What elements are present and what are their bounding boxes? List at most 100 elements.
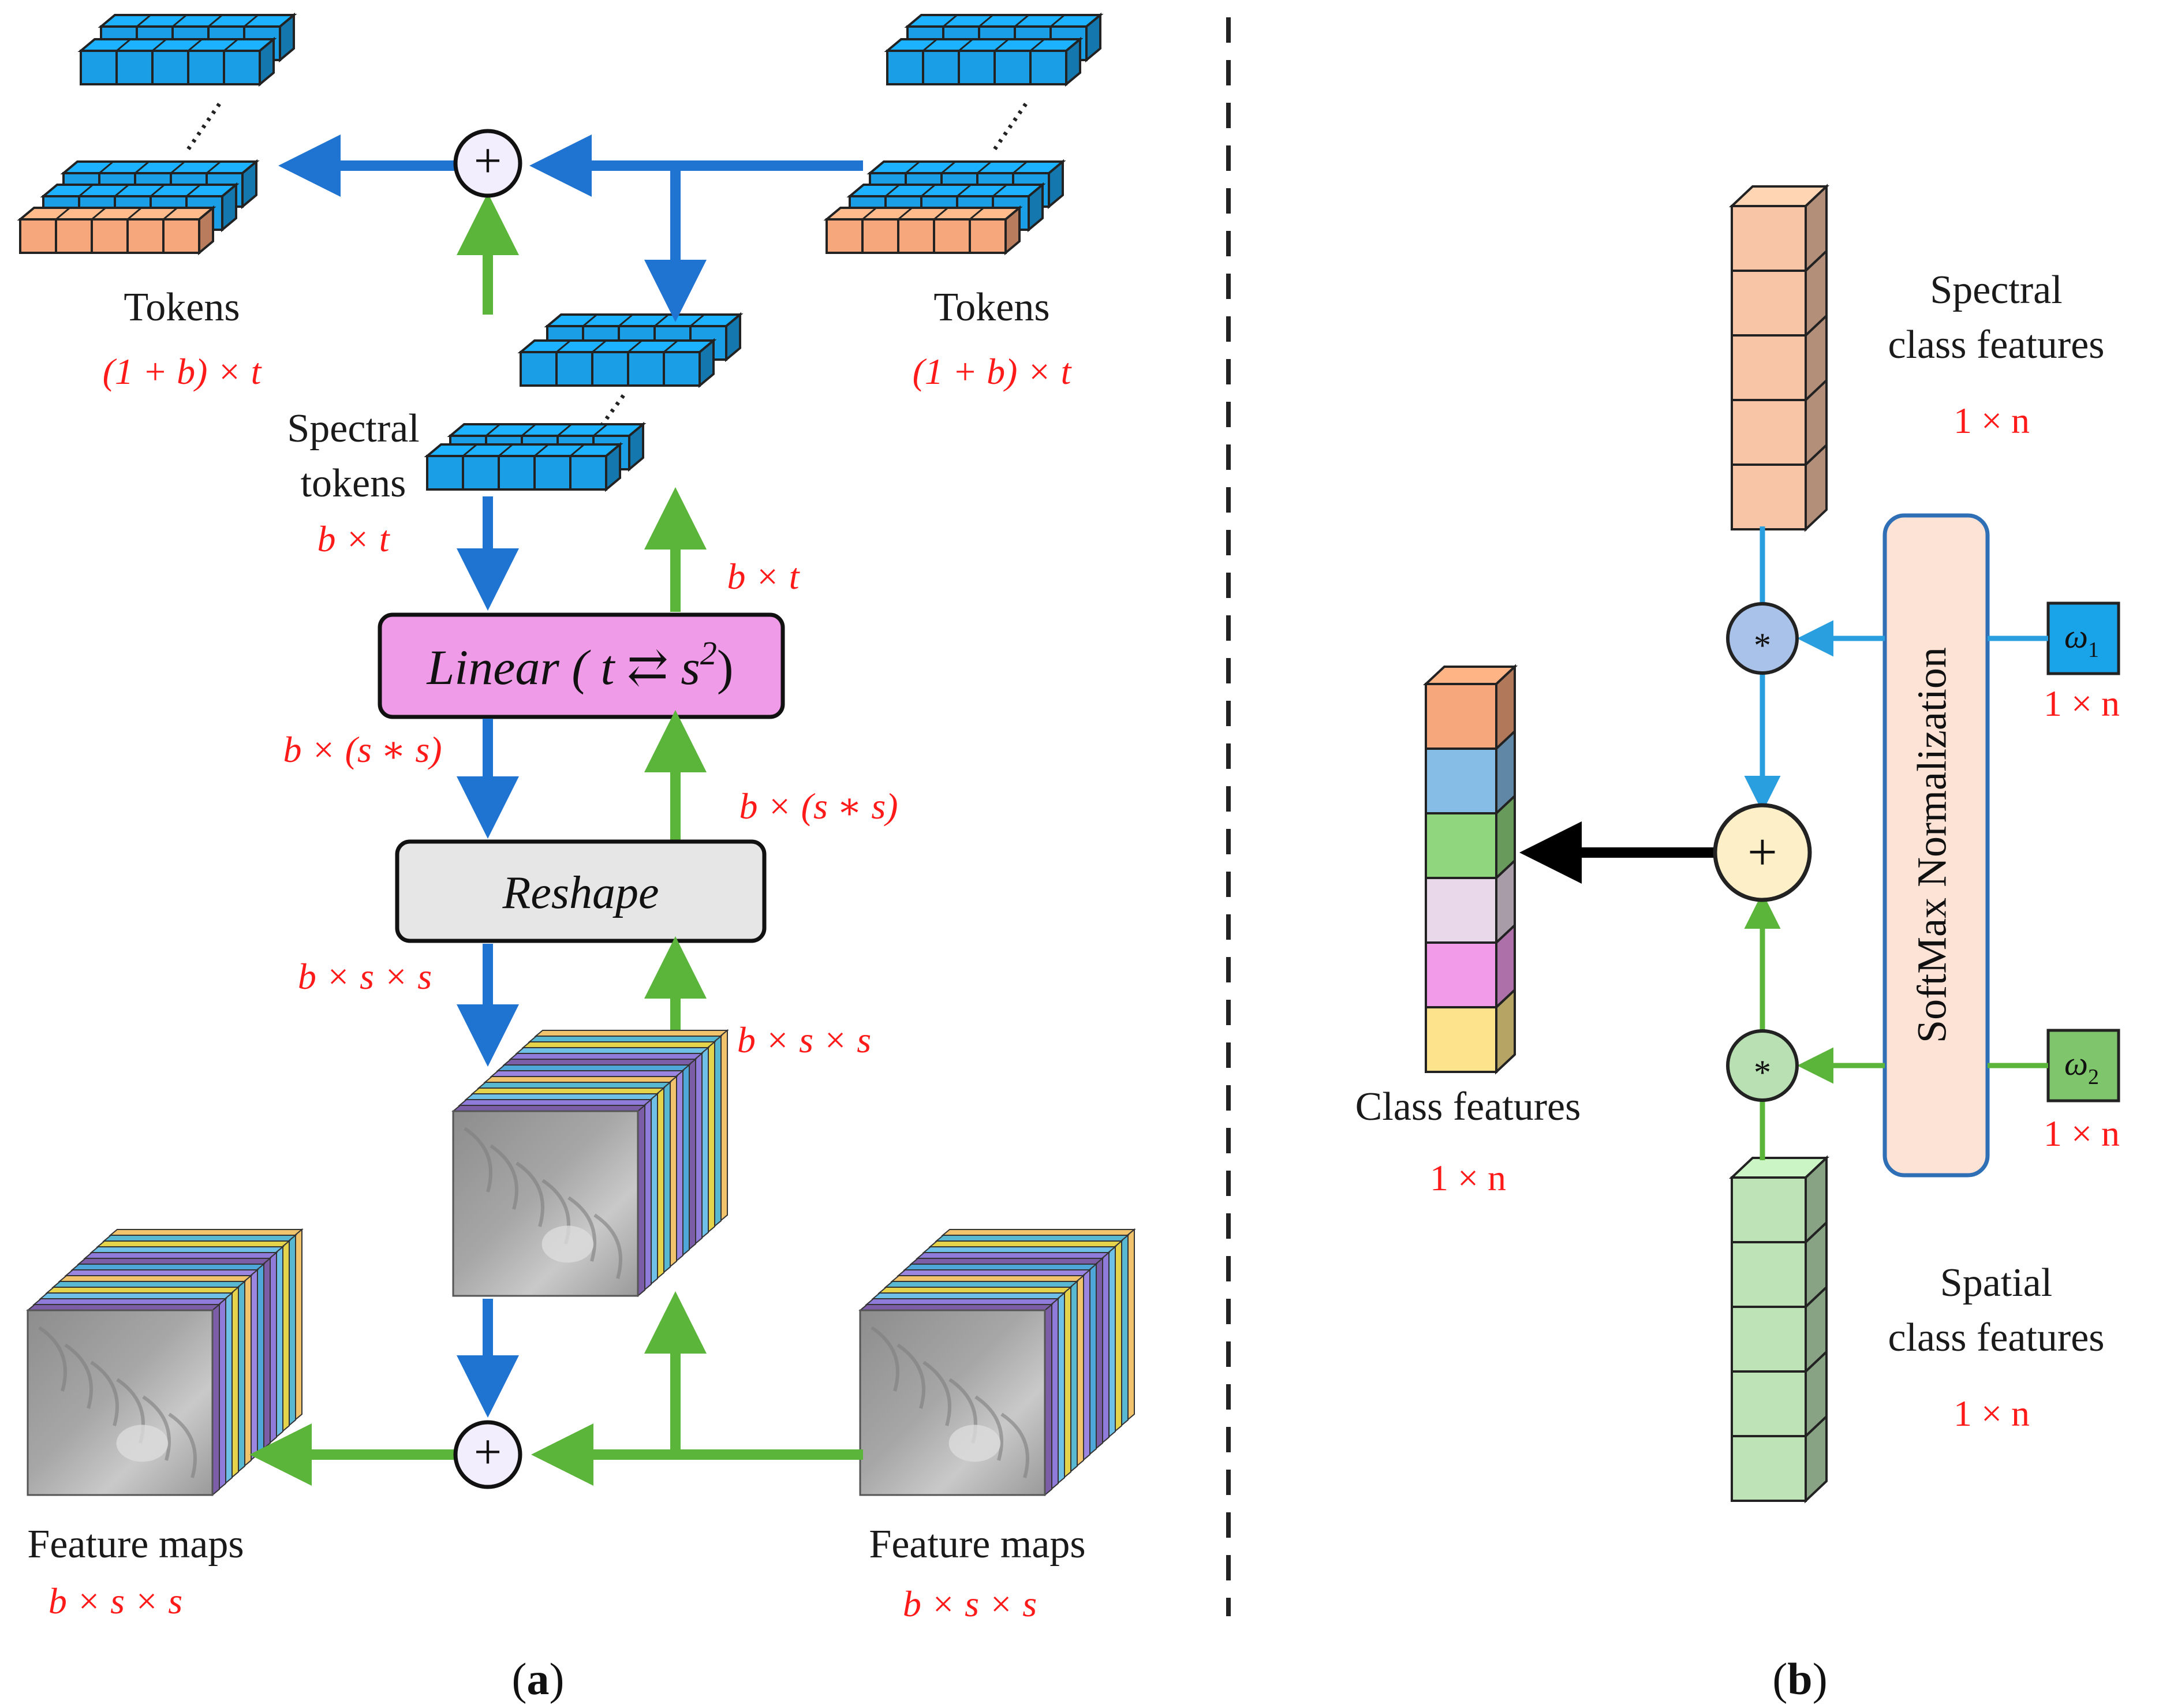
map-texture — [1000, 1412, 1029, 1478]
spectral-class-label-1: Spectral — [1930, 268, 2062, 312]
add-node-class: + — [1713, 803, 1812, 902]
map-texture — [593, 1213, 622, 1279]
column-cell — [1731, 442, 1828, 532]
fmap-right-dim: b × s × s — [903, 1583, 1037, 1624]
tokens-left-stack — [17, 12, 297, 256]
spatial-class-column — [1728, 1155, 1830, 1504]
map-slice — [890, 1275, 1085, 1282]
spectral-tokens-stack — [424, 312, 744, 492]
map-texture — [871, 1326, 899, 1392]
spectral-tokens-label-2: tokens — [301, 461, 406, 506]
map-texture — [464, 1127, 492, 1193]
column-cell — [1425, 987, 1516, 1075]
caption-b: (b) — [1772, 1654, 1827, 1704]
spectral-tokens-dim: b × t — [318, 518, 391, 559]
map-slice — [109, 1229, 304, 1236]
star-icon: * — [1754, 1053, 1771, 1092]
fmap-left-dim: b × s × s — [48, 1580, 182, 1621]
map-slice — [515, 1047, 710, 1054]
map-slice — [58, 1275, 253, 1282]
class-features-label: Class features — [1355, 1085, 1581, 1129]
map-texture — [567, 1196, 596, 1262]
svg-text:ω2: ω2 — [2064, 1045, 2099, 1089]
map-texture — [168, 1412, 197, 1478]
map-texture — [490, 1144, 518, 1210]
map-slice — [521, 1041, 716, 1048]
map-texture — [38, 1326, 67, 1392]
reshape-block: Reshape — [395, 839, 767, 943]
linear-exp: 2 — [700, 634, 717, 672]
linear-out-dim: b × (s ∗ s) — [283, 729, 442, 770]
plus-icon: + — [1747, 823, 1777, 881]
token-row — [517, 338, 717, 388]
plus-icon: + — [474, 1424, 502, 1479]
spectral-class-label-2: class features — [1888, 323, 2104, 367]
spatial-class-dim: 1 × n — [1953, 1393, 2030, 1434]
weight-w2: ω2 — [2046, 1029, 2120, 1102]
map-slice — [871, 1292, 1066, 1299]
tokens-left-label: Tokens — [124, 285, 240, 330]
map-slice — [470, 1087, 666, 1094]
map-front-face — [452, 1110, 639, 1297]
fmap-left-label: Feature maps — [27, 1522, 244, 1567]
map-texture — [897, 1343, 925, 1409]
map-texture — [142, 1395, 171, 1461]
tokens-left-dim: (1 + b) × t — [103, 351, 263, 392]
column-cell — [1731, 378, 1828, 468]
feature-maps-center — [451, 1029, 729, 1298]
map-slice — [464, 1093, 659, 1100]
map-slice — [509, 1053, 704, 1060]
map-slice — [916, 1252, 1111, 1259]
map-slice — [496, 1064, 691, 1071]
spectral-class-cells — [1728, 184, 1830, 532]
add-node-top: + — [453, 129, 522, 198]
map-slice — [458, 1099, 653, 1106]
linear-label: Linear ( t ⇄ s — [425, 640, 700, 695]
map-slice — [877, 1287, 1073, 1294]
map-slice — [45, 1287, 240, 1294]
map-texture — [922, 1361, 951, 1426]
plus-icon: + — [474, 133, 502, 188]
map-texture — [90, 1361, 119, 1426]
map-slice — [528, 1036, 723, 1042]
w1-sub: 1 — [2088, 638, 2099, 662]
map-slice — [941, 1229, 1136, 1236]
panel-b: Spectral class features 1 × n Spatial cl… — [1355, 184, 2120, 1704]
map-slice — [884, 1281, 1079, 1288]
add-node-bottom: + — [453, 1420, 522, 1489]
map-slice — [903, 1264, 1098, 1270]
map-slice — [96, 1240, 291, 1247]
map-front-face — [859, 1309, 1046, 1496]
map-slice — [77, 1258, 272, 1265]
map-highlight — [541, 1225, 594, 1263]
up-dim-low: b × s × s — [737, 1019, 871, 1060]
spectral-class-dim: 1 × n — [1953, 400, 2030, 441]
map-slice — [51, 1281, 246, 1288]
map-front-face — [27, 1309, 214, 1496]
up-dim-top: b × t — [727, 556, 801, 597]
map-slice — [70, 1264, 266, 1270]
ellipsis-dots — [186, 103, 221, 151]
w2-dim: 1 × n — [2044, 1113, 2120, 1154]
column-cell — [1425, 728, 1516, 816]
feature-maps-left — [26, 1228, 304, 1497]
token-row — [884, 36, 1084, 87]
map-texture — [64, 1343, 93, 1409]
tokens-right-stack — [823, 12, 1104, 256]
spatial-class-label-1: Spatial — [1940, 1261, 2052, 1305]
mult-node-spatial: * — [1726, 1029, 1799, 1102]
svg-text:ω1: ω1 — [2064, 618, 2099, 662]
map-slice — [922, 1246, 1117, 1253]
map-slice — [64, 1269, 259, 1276]
reshape-out-dim: b × s × s — [298, 956, 432, 997]
map-slice — [935, 1235, 1130, 1242]
map-texture — [516, 1161, 544, 1227]
column-cell — [1731, 1349, 1828, 1439]
map-slice — [502, 1059, 697, 1066]
token-row — [424, 442, 623, 492]
linear-close: ) — [717, 640, 734, 695]
linear-block: Linear ( t ⇄ s2) — [378, 612, 785, 719]
map-highlight — [116, 1425, 169, 1462]
column-cell — [1731, 184, 1828, 274]
map-slice — [928, 1240, 1123, 1247]
